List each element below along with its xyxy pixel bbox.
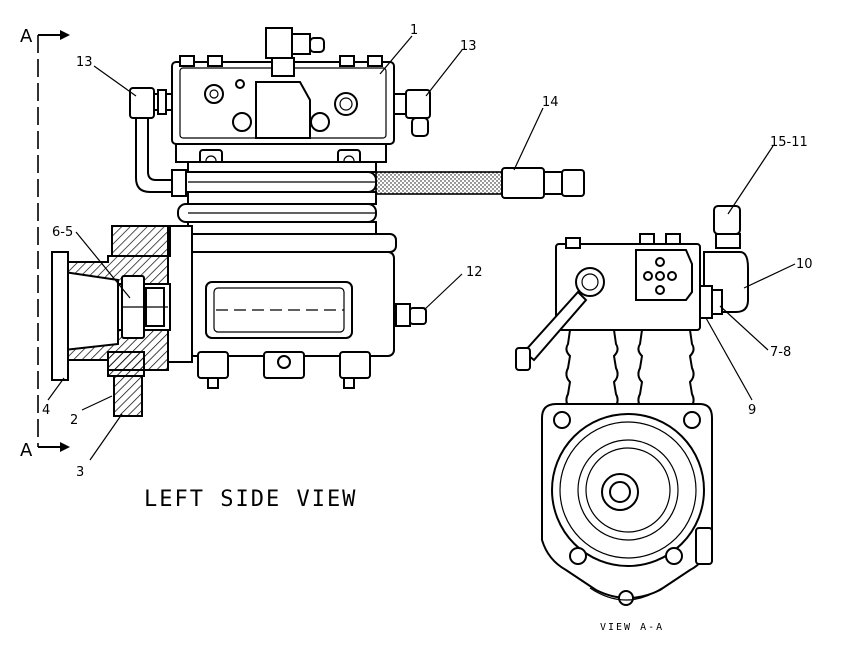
- callout-1: 1: [410, 23, 418, 38]
- callout-9: 9: [748, 403, 756, 418]
- left-side-view-title: LEFT SIDE VIEW: [144, 487, 357, 512]
- callout-4: 4: [42, 403, 50, 418]
- callout-7-8: 7-8: [770, 345, 791, 360]
- callout-14: 14: [542, 95, 559, 110]
- callout-3: 3: [76, 465, 84, 480]
- callout-10: 10: [796, 257, 813, 272]
- view-a-a: [515, 205, 749, 606]
- callout-15-11: 15-11: [770, 135, 808, 150]
- section-line: A A: [20, 26, 70, 461]
- section-mark-top: A: [20, 26, 33, 47]
- section-mark-bottom: A: [20, 440, 33, 461]
- callouts: 1 13 13 14 6-5 12 4 2 3 15-11 10 7-8 9: [42, 23, 813, 480]
- leader-lines: [47, 35, 796, 461]
- callout-6-5: 6-5: [52, 225, 73, 240]
- callout-2: 2: [70, 413, 78, 428]
- view-a-a-title: VIEW A-A: [600, 622, 664, 633]
- callout-13-right: 13: [460, 39, 477, 54]
- left-side-view: [51, 27, 585, 417]
- callout-12: 12: [466, 265, 483, 280]
- callout-13-left: 13: [76, 55, 93, 70]
